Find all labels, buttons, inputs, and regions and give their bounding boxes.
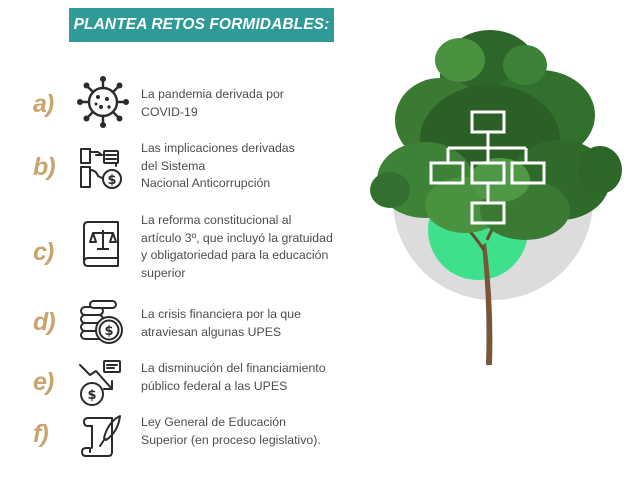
page-title: PLANTEA RETOS FORMIDABLES: — [69, 8, 334, 42]
tree-illustration — [360, 20, 627, 365]
item-text: Ley General de Educación Superior (en pr… — [141, 415, 321, 447]
scroll-quill-icon — [76, 410, 130, 464]
hands-money-icon: $ — [76, 143, 130, 197]
item-text: La pandemia derivada por COVID-19 — [141, 87, 284, 119]
item-text: La crisis financiera por la que atravies… — [141, 307, 301, 339]
money-decrease-icon: $ — [76, 357, 130, 411]
tree-canopy — [370, 30, 622, 240]
coins-icon: $ — [76, 297, 130, 351]
item-letter: c) — [33, 238, 54, 266]
svg-text:$: $ — [104, 324, 113, 339]
svg-text:$: $ — [87, 388, 96, 403]
virus-icon — [76, 75, 130, 129]
item-text: La disminución del financiamiento públic… — [141, 361, 326, 393]
item-text: Las implicaciones derivadas del Sistema … — [141, 141, 295, 190]
item-letter: b) — [33, 153, 56, 181]
item-text: La reforma constitucional al artículo 3º… — [141, 213, 333, 280]
org-chart-icon — [429, 110, 546, 225]
item-letter: e) — [33, 368, 54, 396]
item-letter: a) — [33, 90, 54, 118]
item-letter: d) — [33, 308, 56, 336]
svg-text:$: $ — [107, 173, 116, 188]
law-book-icon — [76, 218, 130, 272]
item-letter: f) — [33, 420, 49, 448]
